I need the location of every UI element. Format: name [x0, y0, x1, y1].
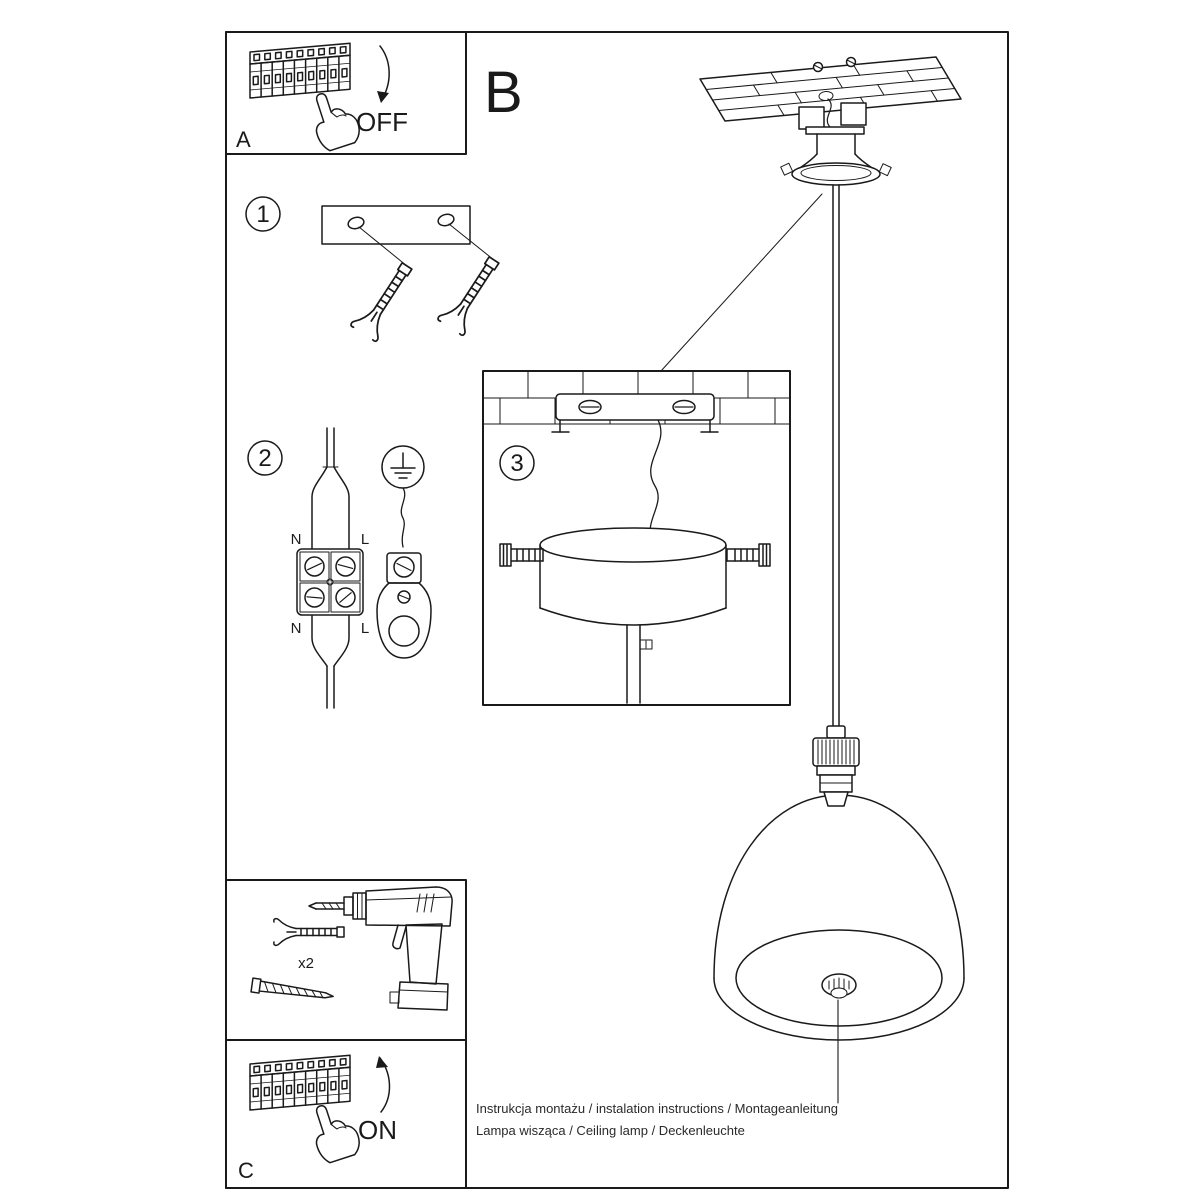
pointing-hand-icon	[304, 84, 365, 154]
wire-l-top-label: L	[361, 531, 369, 548]
step-2-badge	[247, 440, 283, 476]
off-label: OFF	[356, 107, 408, 137]
on-arrow-icon	[376, 1056, 391, 1113]
drill-icon	[308, 886, 453, 1011]
ground-symbol-icon	[381, 445, 425, 489]
panel-a: OFF A	[225, 31, 467, 155]
panel-a-box	[225, 31, 467, 155]
wire-n-bottom-label: N	[291, 620, 302, 637]
wire-n-top-label: N	[291, 531, 302, 548]
drill-panel-box	[225, 879, 467, 1041]
wall-plug-icon	[273, 917, 345, 947]
step-2-number: 2	[258, 445, 271, 472]
breaker-panel-icon	[249, 42, 351, 99]
lamp-shade-drawing	[713, 794, 965, 1104]
terminal-block-drawing	[296, 548, 364, 616]
wiring-cable-drawing	[311, 427, 350, 709]
sheet-frame	[225, 31, 1009, 1189]
step-1-number: 1	[256, 201, 269, 228]
pendant-cord	[832, 184, 840, 727]
canopy-detail-drawing	[539, 527, 727, 704]
section-b-label: B	[484, 60, 523, 125]
leader-line	[660, 193, 823, 372]
off-arrow-icon	[377, 45, 390, 103]
step-1: 1	[245, 196, 508, 343]
fixing-screw-left-icon	[499, 543, 544, 567]
fixing-screw-right-icon	[726, 543, 771, 567]
detail-box	[482, 370, 791, 706]
on-label: ON	[358, 1115, 397, 1145]
panel-a-label: A	[236, 127, 251, 152]
canopy-drawing	[780, 98, 892, 186]
detail-wire	[649, 419, 662, 541]
inner-socket-drawing	[821, 973, 857, 999]
panel-c-box	[225, 1039, 467, 1189]
ceiling-bracket-drawing	[551, 393, 719, 433]
caption-line-1: Instrukcja montażu / instalation instruc…	[476, 1101, 838, 1116]
plug-count-label: x2	[298, 955, 314, 972]
caption-line-2: Lampa wisząca / Ceiling lamp / Deckenleu…	[476, 1123, 745, 1138]
wood-screw-icon	[250, 977, 334, 999]
mounting-plate-drawing	[321, 205, 495, 267]
step-3: 3	[482, 370, 791, 706]
step-2: 2 N L N L	[247, 427, 432, 709]
breaker-panel-icon	[249, 1054, 351, 1111]
drill-panel: x2	[225, 879, 467, 1041]
panel-c-label: C	[238, 1158, 254, 1183]
wire-l-bottom-label: L	[361, 620, 369, 637]
wall-anchor-icon	[349, 256, 421, 343]
wall-anchor-icon	[436, 250, 508, 337]
lamp-holder-drawing	[812, 725, 860, 807]
step-1-badge	[245, 196, 281, 232]
panel-c: ON C	[225, 1039, 467, 1189]
pointing-hand-icon	[304, 1096, 365, 1166]
step-3-number: 3	[510, 450, 523, 477]
ceiling-board-drawing	[699, 56, 962, 122]
step-3-badge	[499, 445, 535, 481]
strain-relief-drawing	[376, 487, 432, 659]
